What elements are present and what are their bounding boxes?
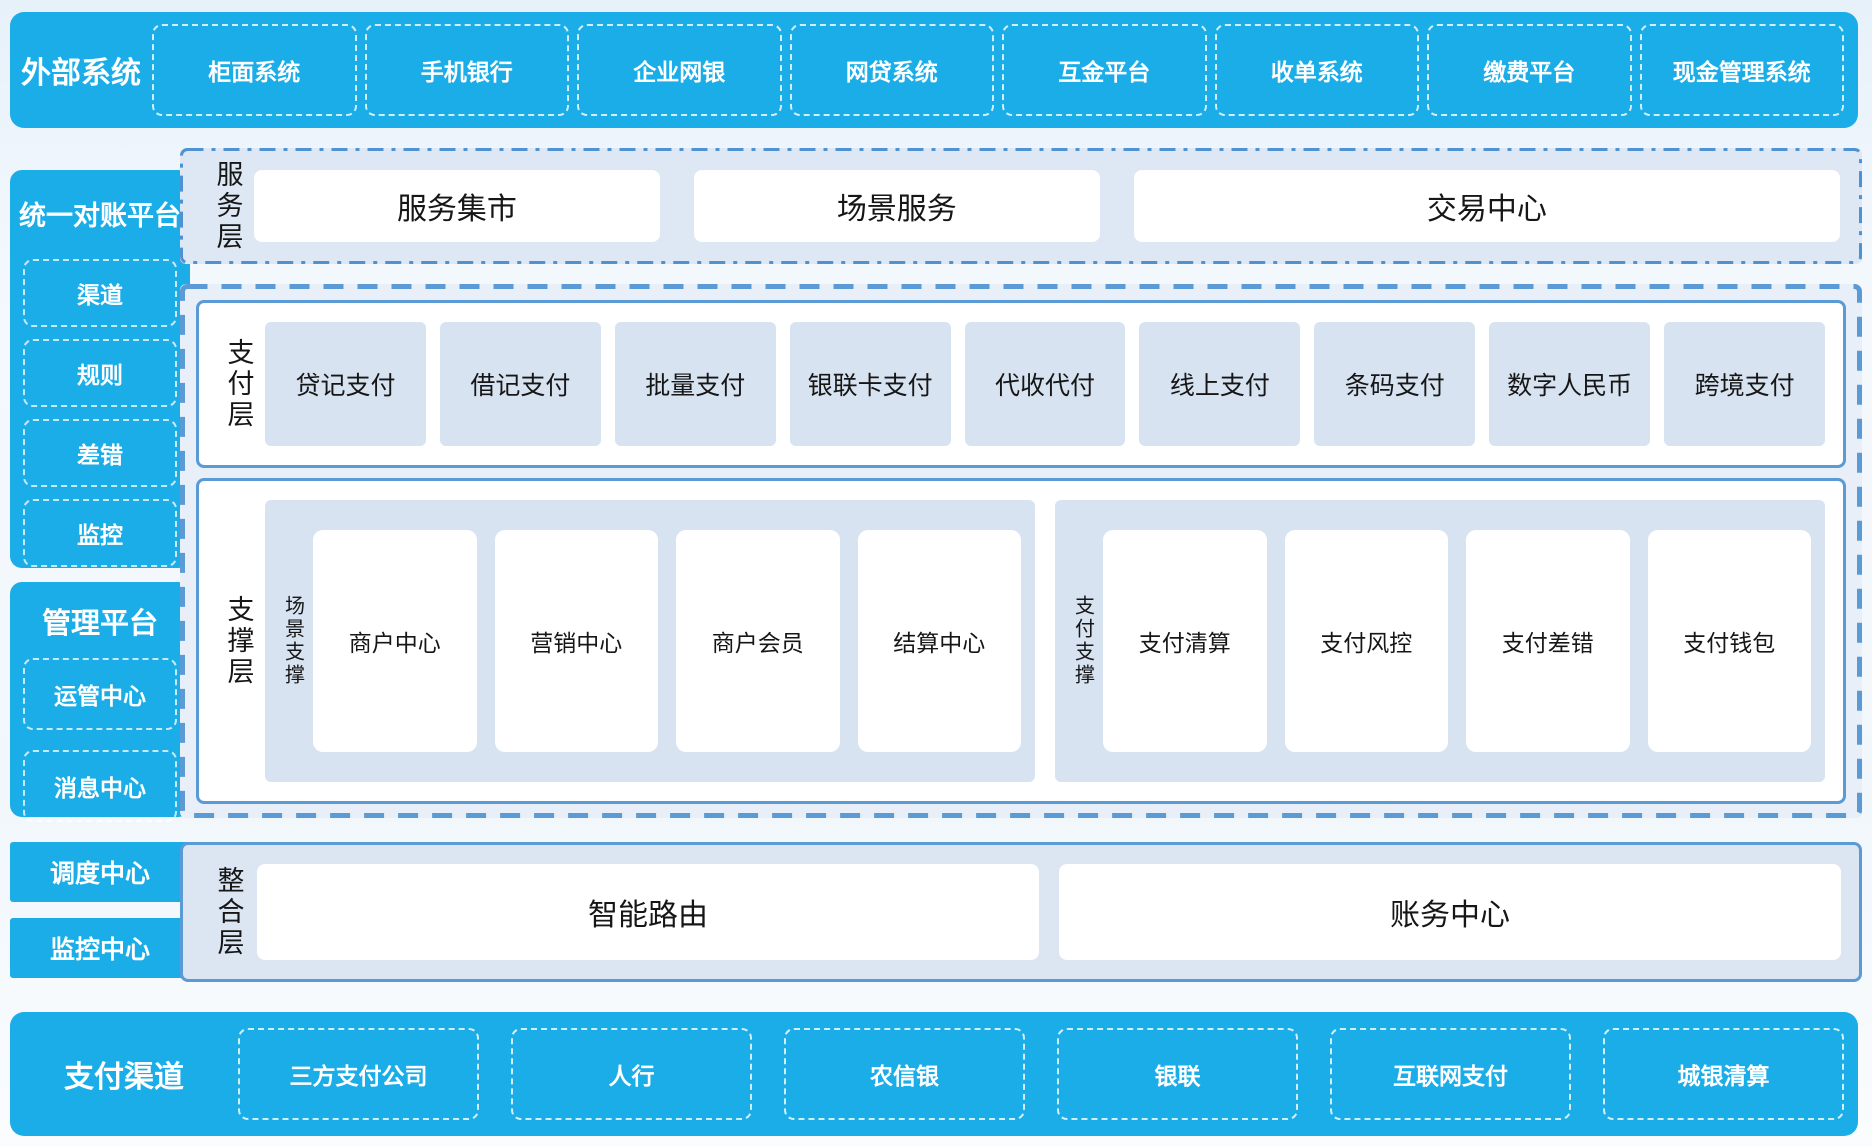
support-layer-label-wrap: 支撑层 [213, 595, 265, 688]
scene-support-items: 商户中心 营销中心 商户会员 结算中心 [313, 530, 1021, 752]
payment-item: 条码支付 [1314, 322, 1476, 446]
integration-item: 账务中心 [1059, 864, 1841, 960]
scene-support-item: 商户会员 [676, 530, 840, 752]
reconciliation-item: 差错 [23, 419, 177, 487]
support-layer-groups: 场景支撑 商户中心 营销中心 商户会员 结算中心 支付支撑 支付清算 支付风控 … [265, 500, 1825, 782]
payment-support-label-wrap: 支付支撑 [1063, 595, 1103, 687]
payment-channels-label: 支付渠道 [64, 1061, 184, 1094]
support-layer-label: 支撑层 [223, 594, 254, 688]
payment-support-group: 支付支撑 支付清算 支付风控 支付差错 支付钱包 [1055, 500, 1825, 782]
integration-layer-label: 整合层 [213, 865, 244, 959]
payment-channels-bar: 支付渠道 三方支付公司 人行 农信银 银联 互联网支付 城银清算 [10, 1012, 1858, 1136]
external-system-item: 互金平台 [1002, 24, 1207, 116]
service-item: 交易中心 [1133, 170, 1840, 242]
integration-layer: 整合层 智能路由 账务中心 [180, 842, 1862, 982]
external-system-item: 网贷系统 [789, 24, 994, 116]
reconciliation-item: 规则 [23, 339, 177, 407]
management-item: 消息中心 [23, 750, 177, 822]
integration-layer-items: 智能路由 账务中心 [257, 864, 1841, 960]
payment-item: 代收代付 [964, 322, 1126, 446]
payment-support-item: 支付风控 [1284, 530, 1448, 752]
payment-channel-item: 农信银 [784, 1028, 1025, 1120]
external-system-item: 柜面系统 [152, 24, 357, 116]
payment-channel-item: 城银清算 [1603, 1028, 1844, 1120]
payment-support-item: 支付差错 [1466, 530, 1630, 752]
external-system-item: 收单系统 [1214, 24, 1419, 116]
payment-item: 线上支付 [1139, 322, 1301, 446]
integration-item: 智能路由 [257, 864, 1039, 960]
reconciliation-items: 渠道 规则 差错 监控 [23, 259, 177, 567]
service-item: 服务集市 [254, 170, 660, 242]
external-systems-bar: 外部系统 柜面系统 手机银行 企业网银 网贷系统 互金平台 收单系统 缴费平台 … [10, 12, 1858, 128]
scene-support-label-wrap: 场景支撑 [273, 595, 313, 687]
external-systems-items: 柜面系统 手机银行 企业网银 网贷系统 互金平台 收单系统 缴费平台 现金管理系… [152, 24, 1858, 116]
payment-layer-label-wrap: 支付层 [213, 338, 265, 431]
scene-support-group: 场景支撑 商户中心 营销中心 商户会员 结算中心 [265, 500, 1035, 782]
scene-support-item: 营销中心 [494, 530, 658, 752]
service-layer: 服务层 服务集市 场景服务 交易中心 [180, 148, 1862, 264]
core-layers-container: 支付层 贷记支付 借记支付 批量支付 银联卡支付 代收代付 线上支付 条码支付 … [180, 284, 1862, 818]
service-layer-items: 服务集市 场景服务 交易中心 [254, 170, 1840, 242]
payment-item: 数字人民币 [1489, 322, 1651, 446]
payment-support-item: 支付钱包 [1647, 530, 1811, 752]
payment-item: 借记支付 [439, 322, 601, 446]
scene-support-item: 结算中心 [857, 530, 1021, 752]
reconciliation-item: 渠道 [23, 259, 177, 327]
scene-support-item: 商户中心 [313, 530, 477, 752]
payment-channel-item: 互联网支付 [1330, 1028, 1571, 1120]
payment-layer-items: 贷记支付 借记支付 批量支付 银联卡支付 代收代付 线上支付 条码支付 数字人民… [265, 322, 1826, 446]
scene-support-label: 场景支撑 [281, 595, 304, 687]
management-platform-title: 管理平台 [41, 608, 158, 640]
payment-channel-item: 银联 [1057, 1028, 1298, 1120]
payment-channel-item: 人行 [511, 1028, 752, 1120]
dispatch-center-box: 调度中心 [10, 842, 190, 902]
management-item: 运管中心 [23, 658, 177, 730]
external-systems-label: 外部系统 [21, 57, 141, 90]
external-system-item: 缴费平台 [1427, 24, 1632, 116]
payment-item: 批量支付 [614, 322, 776, 446]
payment-support-item: 支付清算 [1103, 530, 1267, 752]
payment-item: 跨境支付 [1664, 322, 1826, 446]
management-platform-block: 管理平台 运管中心 消息中心 [10, 582, 190, 822]
external-system-item: 现金管理系统 [1639, 24, 1844, 116]
reconciliation-platform-block: 统一对账平台 渠道 规则 差错 监控 [10, 170, 190, 568]
reconciliation-item: 监控 [23, 499, 177, 567]
payment-layer: 支付层 贷记支付 借记支付 批量支付 银联卡支付 代收代付 线上支付 条码支付 … [196, 300, 1846, 468]
service-layer-label: 服务层 [212, 159, 243, 253]
service-item: 场景服务 [693, 170, 1100, 242]
payment-layer-label: 支付层 [223, 337, 254, 431]
management-items: 运管中心 消息中心 [23, 658, 177, 822]
payment-channels-items: 三方支付公司 人行 农信银 银联 互联网支付 城银清算 [238, 1028, 1858, 1120]
service-layer-label-wrap: 服务层 [202, 160, 254, 253]
external-system-item: 企业网银 [577, 24, 782, 116]
payment-item: 银联卡支付 [789, 322, 951, 446]
integration-layer-label-wrap: 整合层 [201, 866, 257, 959]
payment-support-label: 支付支撑 [1071, 595, 1094, 687]
payment-support-items: 支付清算 支付风控 支付差错 支付钱包 [1103, 530, 1811, 752]
payment-item: 贷记支付 [265, 322, 426, 446]
external-system-item: 手机银行 [364, 24, 569, 116]
payment-channel-item: 三方支付公司 [238, 1028, 479, 1120]
support-layer: 支撑层 场景支撑 商户中心 营销中心 商户会员 结算中心 支付支撑 支付 [196, 478, 1846, 804]
monitor-center-box: 监控中心 [10, 918, 190, 978]
reconciliation-platform-title: 统一对账平台 [19, 201, 181, 231]
